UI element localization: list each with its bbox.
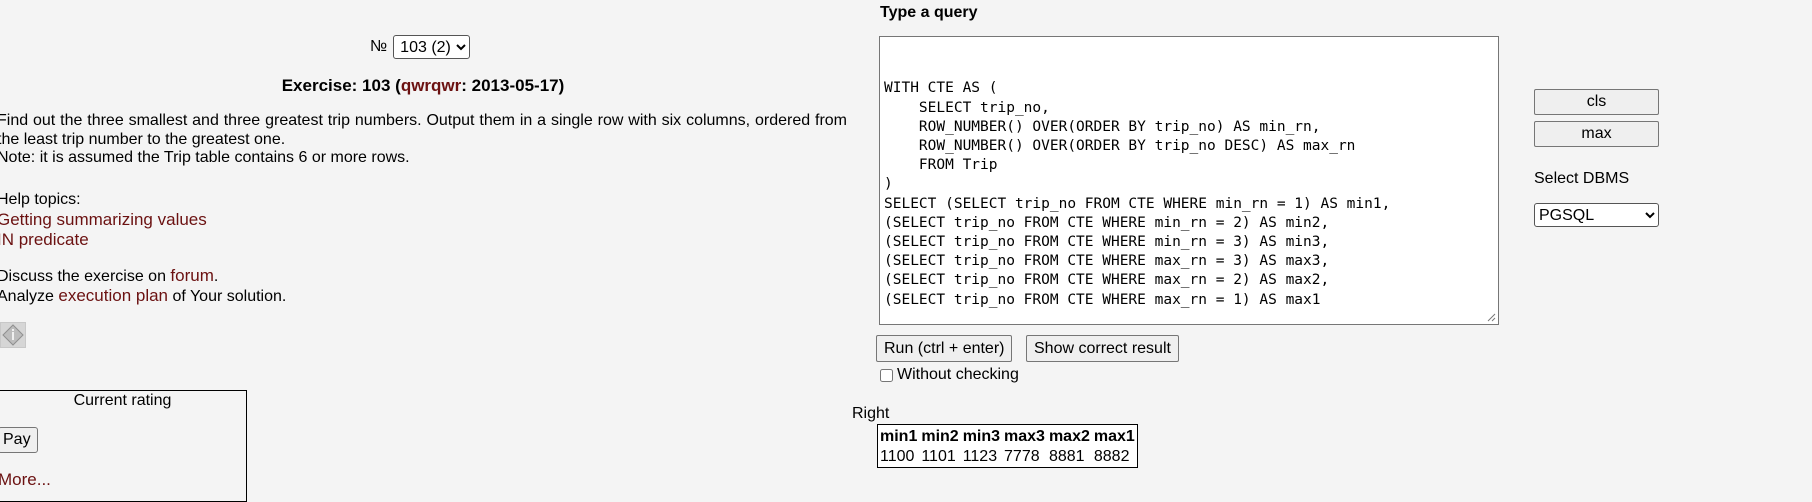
result-header-cell: min3 [962, 428, 1001, 445]
result-header-cell: min2 [921, 428, 959, 445]
query-label: Type a query [880, 4, 978, 21]
more-link[interactable]: More... [0, 470, 51, 489]
discuss-line: Discuss the exercise on forum. [0, 266, 218, 286]
cls-button[interactable]: cls [1534, 89, 1659, 115]
discuss-text: Discuss the exercise on [0, 268, 171, 285]
help-link-in-predicate[interactable]: IN predicate [0, 230, 89, 249]
result-header-cell: max2 [1048, 428, 1090, 445]
result-header-cell: min1 [880, 428, 918, 445]
query-text: WITH CTE AS ( SELECT trip_no, ROW_NUMBER… [884, 80, 1391, 308]
forum-link[interactable]: forum [170, 266, 214, 285]
select-dbms-label: Select DBMS [1534, 170, 1630, 187]
result-cell: 1123 [962, 448, 998, 465]
dbms-select[interactable]: PGSQL [1534, 203, 1659, 227]
exercise-title-prefix: Exercise: 103 ( [281, 76, 401, 95]
exercise-title-suffix: : 2013-05-17) [461, 76, 565, 95]
result-cell: 7778 [1004, 448, 1040, 465]
exercise-description: Find out the three smallest and three gr… [0, 112, 847, 168]
result-cell: 1100 [880, 448, 915, 465]
number-sign-label: № [370, 38, 388, 55]
result-table: min1 min2 min3 max3 max2 max1 1100 1101 … [877, 424, 1138, 468]
resize-grip-icon[interactable] [1486, 312, 1496, 322]
pay-button[interactable]: Pay [0, 427, 38, 453]
exercise-selector: № 103 (2) [370, 35, 471, 59]
exercise-number-select[interactable]: 103 (2) [393, 35, 471, 59]
query-textarea[interactable]: WITH CTE AS ( SELECT trip_no, ROW_NUMBER… [879, 36, 1499, 325]
current-rating-box: Current rating Pay More... [0, 390, 247, 502]
exercise-author: qwrqwr [400, 76, 462, 95]
analyze-text: Analyze [0, 288, 59, 305]
exercise-title: Exercise: 103 (qwrqwr: 2013-05-17) [0, 76, 846, 96]
discuss-end: . [213, 268, 219, 285]
show-correct-result-button[interactable]: Show correct result [1026, 335, 1179, 362]
run-button[interactable]: Run (ctrl + enter) [876, 335, 1013, 362]
analyze-line: Analyze execution plan of Your solution. [0, 286, 286, 306]
diamond-info-icon[interactable] [0, 322, 26, 348]
result-cell: 8882 [1093, 448, 1130, 465]
without-checking-label: Without checking [897, 366, 1019, 383]
exercise-task-text: Find out the three smallest and three gr… [0, 112, 847, 148]
analyze-end: of Your solution. [168, 288, 287, 305]
without-checking-option[interactable]: Without checking [880, 366, 1019, 384]
without-checking-checkbox[interactable] [880, 368, 893, 382]
help-link-summarizing-values[interactable]: Getting summarizing values [0, 210, 207, 229]
table-row: 1100 1101 1123 7778 8881 8882 [878, 447, 1137, 467]
execution-plan-link[interactable]: execution plan [58, 286, 169, 305]
result-header-row: min1 min2 min3 max3 max2 max1 [878, 425, 1137, 447]
result-header-cell: max3 [1004, 428, 1045, 445]
result-header-cell: max1 [1093, 428, 1135, 445]
max-button[interactable]: max [1534, 121, 1659, 147]
result-cell: 1101 [921, 448, 956, 465]
exercise-note-text: Note: it is assumed the Trip table conta… [0, 149, 410, 166]
help-topics-heading: Help topics: [0, 191, 81, 208]
result-cell: 8881 [1048, 448, 1085, 465]
result-status: Right [852, 405, 890, 422]
current-rating-title: Current rating [73, 392, 172, 409]
